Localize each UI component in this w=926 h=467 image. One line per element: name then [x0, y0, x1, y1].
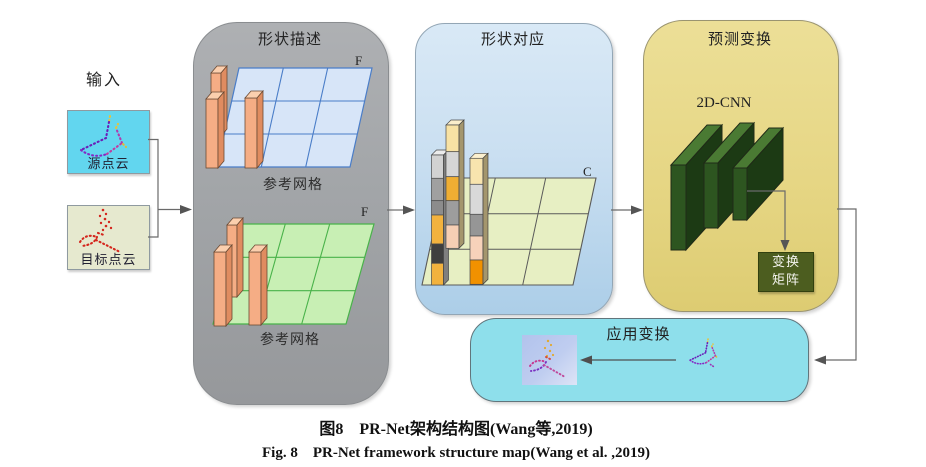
source-box-label: 源点云: [87, 156, 130, 171]
blue-reference-grid: [216, 67, 373, 168]
input-connector-lines: [148, 138, 180, 238]
shape-correspondence-title: 形状对应: [480, 32, 545, 48]
figure-caption-zh: 图8 PR-Net架构结构图(Wang等,2019): [319, 421, 593, 438]
source-point-cloud-box: 源点云: [67, 110, 150, 174]
green-grid-f-label: F: [361, 204, 369, 219]
cnn-label: 2D-CNN: [696, 95, 752, 111]
input-arrow-icon: [180, 205, 192, 214]
transform-result-image: [522, 335, 577, 385]
cnn-to-matrix-arrow-icon: [780, 240, 790, 251]
target-point-cloud-image: [78, 208, 122, 254]
apply-source-cloud-image: [689, 338, 719, 368]
cnn-to-matrix-line: [747, 190, 786, 240]
target-point-cloud-box: 目标点云: [67, 205, 150, 270]
green-grid-caption: 参考网格: [260, 333, 320, 348]
corr-to-predict-arrow-icon: [631, 205, 643, 215]
figure-caption-en: Fig. 8 PR-Net framework structure map(Wa…: [262, 445, 650, 461]
matrix-box-line2: 矩阵: [771, 272, 800, 287]
predict-to-apply-line: [826, 208, 857, 361]
input-label: 输入: [85, 72, 122, 89]
correspondence-towers: [430, 119, 489, 286]
apply-inner-arrow-icon: [580, 355, 592, 365]
blue-grid-feature-bars: [205, 64, 264, 170]
green-grid-feature-bars: [213, 216, 268, 328]
desc-to-corr-arrow-icon: [403, 205, 415, 215]
shape-description-title: 形状描述: [257, 32, 322, 48]
correspondence-grid-c-label: C: [583, 164, 592, 179]
matrix-box-line1: 变换: [771, 254, 800, 269]
cnn-layers: [669, 121, 785, 252]
blue-grid-caption: 参考网格: [263, 178, 323, 193]
target-box-label: 目标点云: [80, 252, 137, 267]
transform-matrix-box: 变换 矩阵: [758, 252, 814, 292]
blue-grid-f-label: F: [355, 53, 363, 68]
predict-to-apply-arrow-icon: [814, 355, 826, 365]
source-point-cloud-image: [79, 114, 128, 157]
transform-prediction-title: 预测变换: [707, 32, 772, 48]
apply-transform-title: 应用变换: [606, 327, 671, 343]
